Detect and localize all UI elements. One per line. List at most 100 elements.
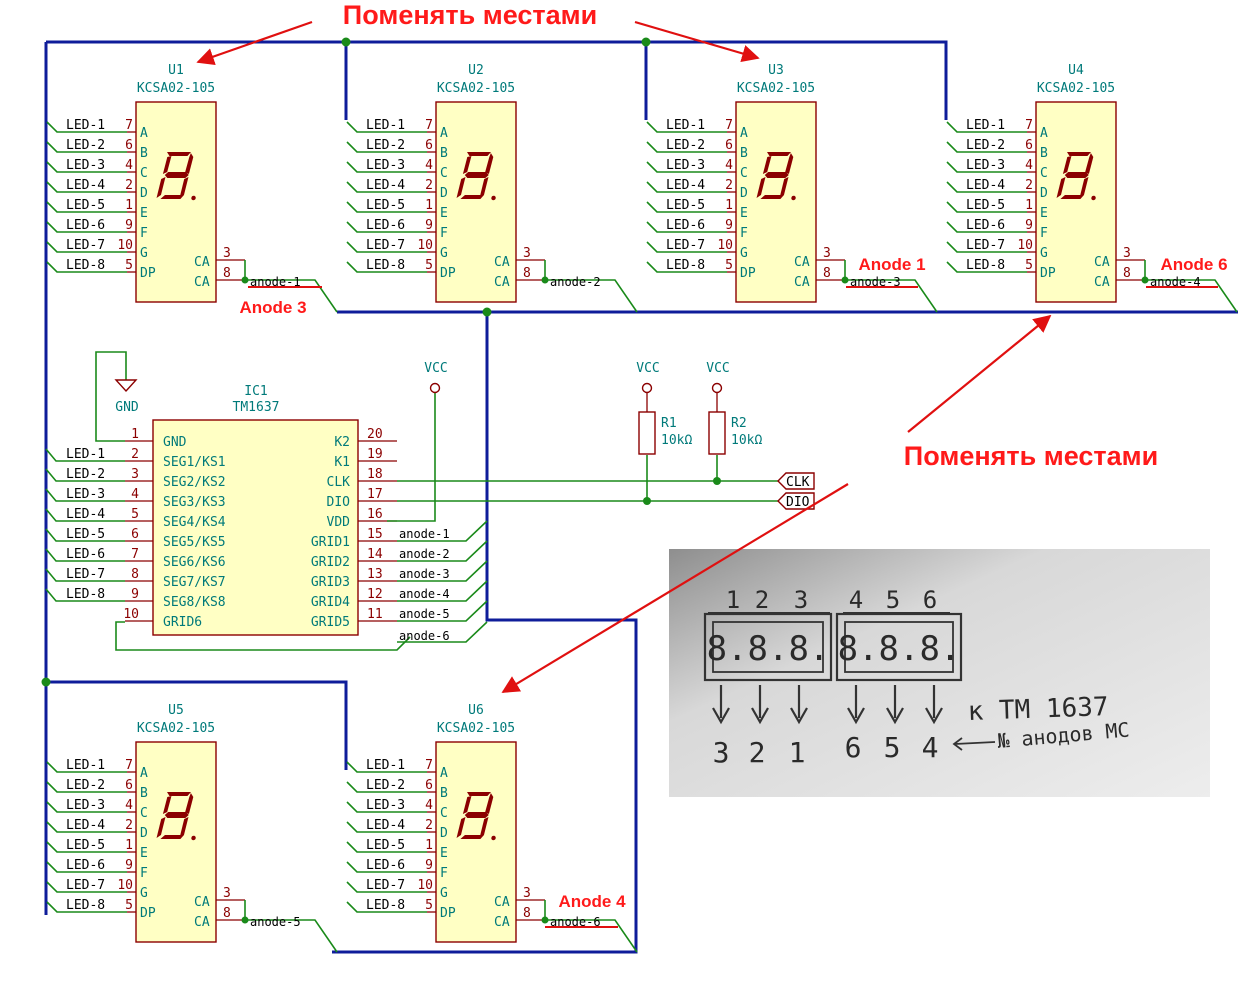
display-net-label: LED-5 xyxy=(966,198,1005,213)
display-pin-name: A xyxy=(440,766,448,781)
display-net-label: LED-8 xyxy=(666,258,705,273)
display-pin-num: 9 xyxy=(125,218,133,233)
ic-right-net-label: anode-3 xyxy=(399,567,450,581)
display-pin-name: F xyxy=(140,226,148,241)
display-net-label: LED-2 xyxy=(966,138,1005,153)
photo-bottom-num-5: 5 xyxy=(884,731,901,764)
display-ca-name: CA xyxy=(1094,275,1110,290)
clk-label: CLK xyxy=(786,475,810,490)
display-body xyxy=(735,101,817,303)
display-pin-name: E xyxy=(440,846,448,861)
display-net-label: LED-8 xyxy=(366,898,405,913)
display-ca-name: CA xyxy=(794,275,810,290)
display-pin-name: C xyxy=(140,166,148,181)
photo-bottom-num-3: 1 xyxy=(789,736,806,769)
display-ref: U4 xyxy=(1068,63,1084,78)
display-net-label: LED-1 xyxy=(66,758,105,773)
display-pin-num: 1 xyxy=(125,198,133,213)
display-part: KCSA02-105 xyxy=(437,81,515,96)
ic-left-pin-num: 10 xyxy=(123,607,139,622)
display-pin-num: 1 xyxy=(1025,198,1033,213)
display-net-label: LED-8 xyxy=(66,258,105,273)
display-body xyxy=(135,741,217,943)
display-pin-num: 2 xyxy=(1025,178,1033,193)
display-net-label: LED-1 xyxy=(966,118,1005,133)
display-anode-net: anode-6 xyxy=(550,915,601,929)
display-body xyxy=(435,741,517,943)
display-pin-num: 2 xyxy=(125,178,133,193)
vcc-label-r1: VCC xyxy=(636,361,659,376)
display-net-label: LED-2 xyxy=(666,138,705,153)
photo-display-right: 8.8.8. xyxy=(838,629,961,669)
ic-right-pin-name: GRID5 xyxy=(311,615,350,630)
display-ref: U1 xyxy=(168,63,184,78)
display-pin-num: 7 xyxy=(425,758,433,773)
display-ca-name: CA xyxy=(494,895,510,910)
ic-right-net-label: anode-5 xyxy=(399,607,450,621)
display-pin-name: D xyxy=(740,186,748,201)
ic-left-net-label: LED-6 xyxy=(66,547,105,562)
display-anode-net: anode-5 xyxy=(250,915,301,929)
display-pin-num: 4 xyxy=(125,158,133,173)
display-pin-name: B xyxy=(440,786,448,801)
ic-body xyxy=(152,419,359,636)
display-pin-name: F xyxy=(440,866,448,881)
ic-left-net-label: LED-5 xyxy=(66,527,105,542)
display-pin-name: A xyxy=(740,126,748,141)
display-net-label: LED-1 xyxy=(66,118,105,133)
display-net-label: LED-8 xyxy=(966,258,1005,273)
display-pin-name: G xyxy=(1040,246,1048,261)
ic-left-pin-name: SEG4/KS4 xyxy=(163,515,226,530)
display-pin-num: 2 xyxy=(425,178,433,193)
photo-inset: 1 2 3 4 5 6 8.8.8. 8.8.8. 3 2 1 xyxy=(669,549,1210,797)
display-part: KCSA02-105 xyxy=(137,81,215,96)
vcc-label-ic: VCC xyxy=(424,361,447,376)
display-net-label: LED-1 xyxy=(666,118,705,133)
ic-left-net-label: LED-7 xyxy=(66,567,105,582)
display-ca-name: CA xyxy=(194,915,210,930)
seven-seg-glyph xyxy=(156,152,196,201)
ic-left-net-label: LED-2 xyxy=(66,467,105,482)
photo-bottom-num-1: 3 xyxy=(713,736,730,769)
r1-ref: R1 xyxy=(661,416,677,431)
display-net-label: LED-7 xyxy=(366,238,405,253)
connector-dio: DIO xyxy=(777,492,815,510)
display-pin-num: 1 xyxy=(725,198,733,213)
display-pin-num: 6 xyxy=(125,778,133,793)
display-ca-num: 8 xyxy=(823,266,831,281)
ic-left-pin-name: SEG1/KS1 xyxy=(163,455,226,470)
display-ca-num: 8 xyxy=(523,266,531,281)
display-pin-name: E xyxy=(740,206,748,221)
ic-left-pin-num: 5 xyxy=(131,507,139,522)
display-ca-num: 8 xyxy=(1123,266,1131,281)
display-pin-name: D xyxy=(140,186,148,201)
display-pin-name: DP xyxy=(140,266,156,281)
ic-left-pin-num: 7 xyxy=(131,547,139,562)
display-ca-name: CA xyxy=(794,255,810,270)
display-net-label: LED-7 xyxy=(666,238,705,253)
ic-right-pin-num: 17 xyxy=(367,487,383,502)
display-ca-num: 3 xyxy=(1123,246,1131,261)
ic-right-pin-num: 12 xyxy=(367,587,383,602)
display-pin-num: 5 xyxy=(1025,258,1033,273)
display-pin-name: C xyxy=(440,166,448,181)
ic-left-pin-name: SEG7/KS7 xyxy=(163,575,226,590)
display-pin-name: A xyxy=(140,766,148,781)
anode6-label: Anode 6 xyxy=(1160,255,1227,274)
ic-left-pin-num: 2 xyxy=(131,447,139,462)
display-pin-num: 7 xyxy=(125,118,133,133)
display-pin-num: 2 xyxy=(425,818,433,833)
display-pin-num: 2 xyxy=(725,178,733,193)
ic-left-pin-num: 6 xyxy=(131,527,139,542)
display-pin-num: 7 xyxy=(425,118,433,133)
ic-right-pin-num: 15 xyxy=(367,527,383,542)
ic-tm1637: IC1 TM1637 1GND2SEG1/KS1LED-13SEG2/KS2LE… xyxy=(45,384,488,636)
ic-right-pin-name: K2 xyxy=(334,435,350,450)
display-ca-name: CA xyxy=(494,255,510,270)
display-pin-num: 4 xyxy=(725,158,733,173)
ic-right-pin-name: DIO xyxy=(327,495,351,510)
display-pin-num: 4 xyxy=(425,158,433,173)
